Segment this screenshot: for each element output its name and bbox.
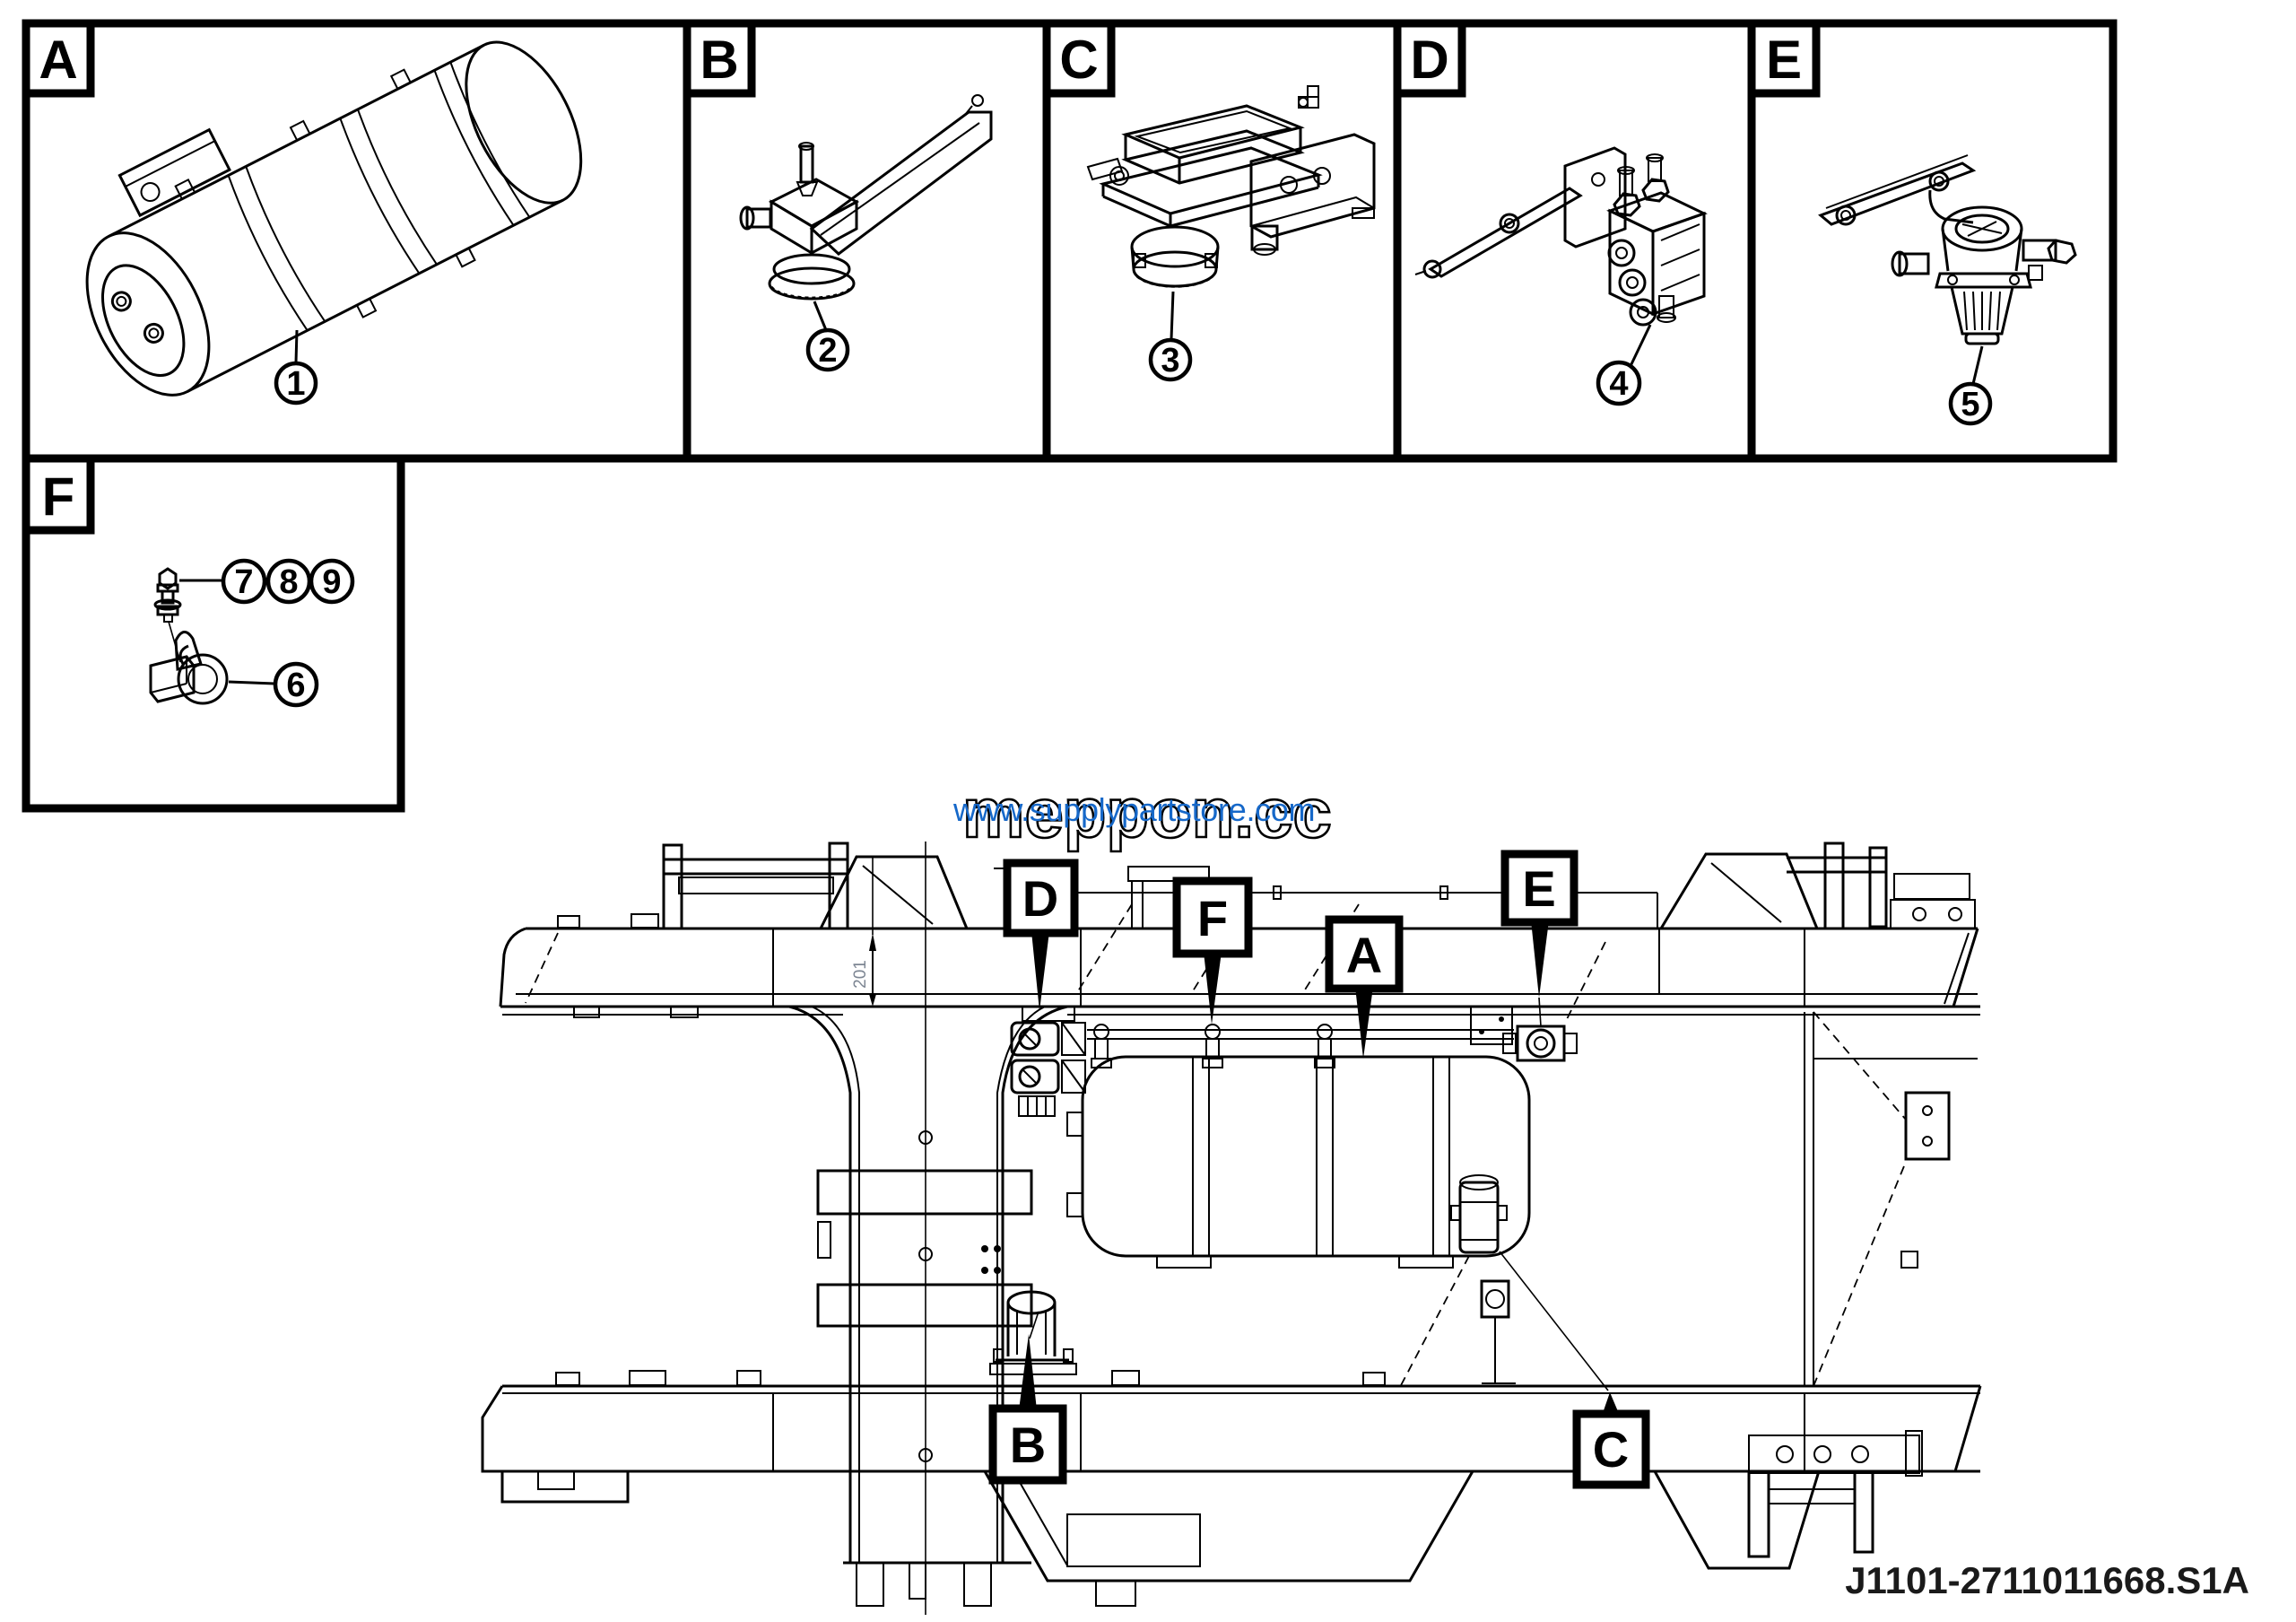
panel-label-boxes: A B C D E F [22, 19, 1821, 535]
manifold-drawing: 4 [1414, 146, 1708, 406]
panel-b-label-box [683, 19, 756, 98]
chassis-callout-a: A [1325, 915, 1404, 1059]
callout-circle-9 [309, 558, 355, 605]
svg-text:D: D [1022, 870, 1058, 927]
callout-circle-7 [221, 558, 267, 605]
svg-text:B: B [1010, 1417, 1046, 1473]
chassis-superstructure-left [662, 842, 1045, 930]
panel-d-label-box [1393, 19, 1466, 98]
part-callout-8: 8 [279, 563, 298, 601]
callout-circle-4 [1596, 360, 1642, 406]
watermark-url: www.supplypartstore.com [952, 791, 1315, 828]
clamp-glyph-1 [1091, 1024, 1112, 1068]
callout-circle-1 [274, 361, 318, 406]
chassis-superstructure-right [1658, 842, 1976, 930]
svg-text:F: F [1197, 890, 1228, 946]
chassis-mast-column [788, 842, 1068, 1615]
chassis-callout-c: C [1572, 1392, 1650, 1489]
chassis-part-d-valve [1010, 1006, 1086, 1117]
regulator-drawing: 5 [1818, 154, 2077, 426]
drawing-number: J1101-2711011668.S1A [1845, 1559, 2249, 1601]
air-tank-drawing: 1 [85, 40, 583, 406]
callout-circle-6 [273, 661, 319, 708]
dimension-201: 201 [851, 857, 876, 1007]
chassis-callout-f: F [1172, 876, 1253, 1025]
svg-text:C: C [1593, 1421, 1629, 1478]
watermark-brand: meppon.cc [962, 773, 1332, 852]
panel-e-label: E [1766, 30, 1802, 90]
dimension-label: 201 [851, 960, 870, 989]
callout-circle-3 [1148, 337, 1193, 382]
callout-circle-5 [1948, 381, 1993, 426]
part-callout-7: 7 [234, 563, 253, 601]
chassis-callout-d: D [1003, 859, 1079, 1011]
part-callout-2: 2 [818, 332, 837, 370]
panel-frames [22, 19, 2118, 813]
relay-valve-drawing: 2 [739, 94, 993, 372]
chassis-lower-structures [982, 1430, 1923, 1607]
panel-d-label: D [1410, 30, 1448, 90]
chassis-right-details [1804, 1011, 1978, 1387]
chassis-part-b-valve [989, 1290, 1077, 1375]
panel-a-label: A [39, 30, 77, 90]
panel-a-frame [22, 19, 691, 463]
chassis-drawing: 201 [481, 842, 1982, 1615]
svg-text:E: E [1522, 860, 1555, 917]
panel-f-label: F [42, 467, 75, 527]
panel-f-label-box [22, 454, 95, 535]
solenoid-assembly-drawing: 3 [1086, 85, 1376, 382]
chassis-callout-e: E [1500, 850, 1578, 998]
chassis-callout-b: B [988, 1334, 1067, 1485]
panel-a-label-box [22, 19, 95, 98]
chassis-part-c-valve [1398, 1174, 1609, 1391]
callout-circle-2 [805, 327, 850, 372]
part-callout-1: 1 [286, 365, 305, 403]
panel-c-label-box [1042, 19, 1116, 98]
part-callout-9: 9 [322, 563, 341, 601]
svg-text:A: A [1346, 927, 1382, 983]
clamp-glyph-3 [1314, 1024, 1335, 1068]
watermark: meppon.cc www.supplypartstore.com [952, 772, 1333, 854]
clamp-bolt-drawing: 7 8 9 6 [149, 558, 355, 708]
part-callout-3: 3 [1161, 342, 1179, 379]
part-callout-6: 6 [286, 667, 305, 704]
chassis-air-tank [1066, 1055, 1531, 1269]
chassis-part-e-valve [1470, 997, 1578, 1062]
panel-e-label-box [1747, 19, 1821, 98]
panel-c-label: C [1059, 30, 1098, 90]
part-callout-4: 4 [1609, 365, 1628, 403]
panel-b-label: B [700, 30, 738, 90]
clamp-glyph-2 [1202, 1024, 1223, 1068]
part-callout-5: 5 [1961, 386, 1979, 423]
chassis-callout-boxes: D F A E B C [988, 850, 1650, 1489]
